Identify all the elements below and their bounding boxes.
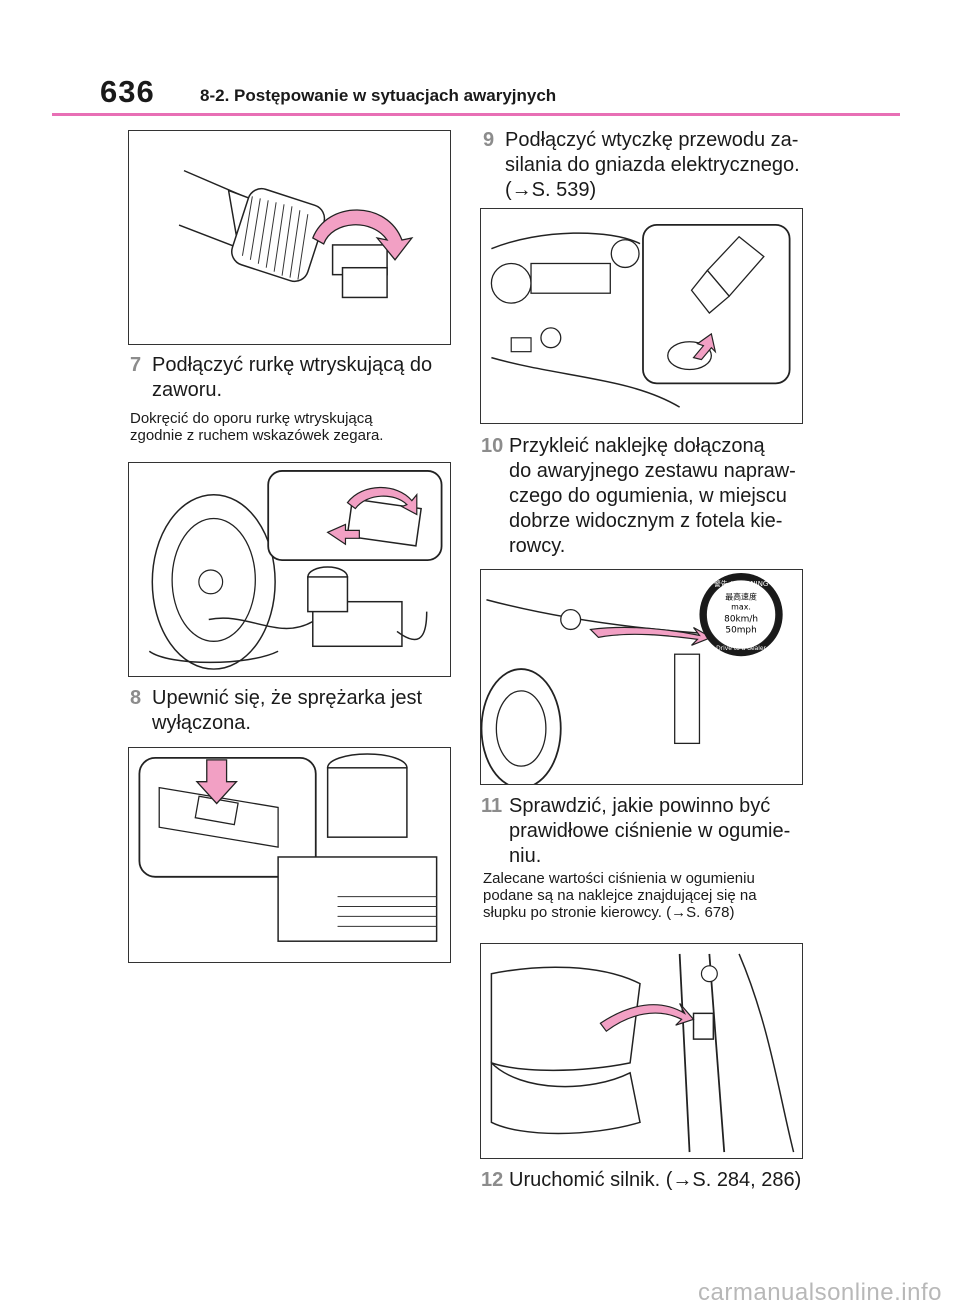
step-text-line: czego do ogumienia, w miejscu	[509, 485, 787, 507]
sticker-line3: 80km/h	[724, 615, 758, 625]
watermark: carmanualsonline.info	[698, 1279, 942, 1306]
step-text-line: dobrze widocznym z fotela kie-	[509, 510, 783, 532]
sticker-bottom-text: Drive to a dealer	[716, 645, 766, 652]
page-header: 636 8-2. Postępowanie w sytuacjach awary…	[0, 0, 960, 118]
step-text-line: Przykleić naklejkę dołączoną	[509, 435, 765, 457]
step-text-line: Sprawdzić, jakie powinno być	[509, 795, 771, 817]
step-text-line: niu.	[509, 845, 542, 867]
figure-door-pillar-label	[480, 943, 803, 1159]
step-text-line: zaworu.	[152, 379, 223, 401]
step-number: 7	[130, 354, 142, 376]
step-text-line: do awaryjnego zestawu napraw-	[509, 460, 796, 482]
step-number: 11	[481, 795, 503, 817]
figure-compressor-switch	[128, 747, 451, 963]
note-line: zgodnie z ruchem wskazówek zegara.	[130, 427, 384, 444]
step-text-line: Podłączyć wtyczkę przewodu za-	[505, 129, 799, 151]
sticker-top-text: 警告 / WARNING	[714, 579, 768, 588]
figure-warning-sticker-placement: 警告 / WARNING 最高速度 max. 80km/h 50mph Driv…	[480, 569, 803, 785]
step-text-line: silania do gniazda elektrycznego.	[505, 154, 800, 176]
sticker-line4: 50mph	[725, 625, 756, 635]
step-text-line: (→S. 539)	[505, 179, 597, 201]
section-title: 8-2. Postępowanie w sytuacjach awaryjnyc…	[200, 86, 557, 105]
step-text-line: prawidłowe ciśnienie w ogumie-	[509, 820, 791, 842]
step-text-line: Upewnić się, że sprężarka jest	[152, 687, 423, 709]
note-7: Dokręcić do oporu rurkę wtryskującą zgod…	[130, 410, 460, 444]
step-text-line: Uruchomić silnik. (→S. 284, 286)	[509, 1169, 802, 1191]
step-number: 8	[130, 687, 142, 709]
figure-power-outlet	[480, 208, 803, 424]
step-number: 9	[483, 129, 495, 151]
figure-injection-tube-fitting	[128, 130, 451, 345]
figure-tire-and-compressor	[128, 462, 451, 677]
step-number: 12	[481, 1169, 504, 1191]
note-11: Zalecane wartości ciśnienia w ogumieniu …	[483, 870, 813, 921]
note-line: Dokręcić do oporu rurkę wtryskującą	[130, 410, 373, 427]
step-text-line: wyłączona.	[152, 712, 251, 734]
note-line: słupku po stronie kierowcy. (→S. 678)	[483, 904, 735, 921]
sticker-line1: 最高速度	[725, 592, 757, 602]
note-line: podane są na naklejce znajdującej się na	[483, 887, 757, 904]
step-number: 10	[481, 435, 504, 457]
step-text-line: Podłączyć rurkę wtryskującą do	[152, 354, 433, 376]
header-divider	[52, 113, 900, 116]
sticker-line2: max.	[731, 603, 751, 612]
step-text-line: rowcy.	[509, 535, 566, 557]
page-number: 636	[100, 74, 155, 109]
note-line: Zalecane wartości ciśnienia w ogumieniu	[483, 870, 755, 887]
